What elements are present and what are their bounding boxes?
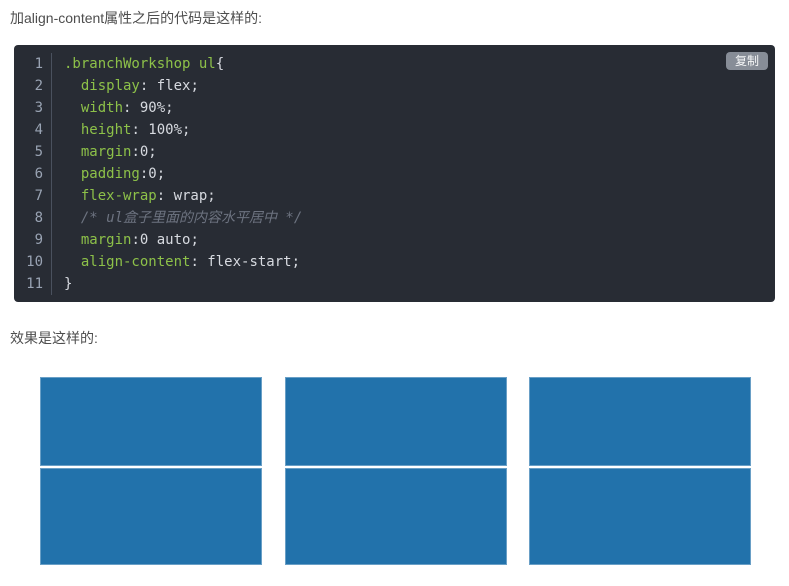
copy-code-button[interactable]: 复制 bbox=[725, 52, 768, 70]
code-text: /* ul盒子里面的内容水平居中 */ bbox=[64, 210, 303, 226]
code-line: 2 display: flex; bbox=[14, 75, 775, 97]
code-text: margin:0; bbox=[80, 144, 157, 160]
code-line: 10 align-content: flex-start; bbox=[14, 251, 775, 273]
code-text: flex-wrap: wrap; bbox=[80, 188, 216, 204]
flex-item-box bbox=[40, 468, 262, 565]
flex-demo-column bbox=[40, 377, 262, 565]
line-number: 1 bbox=[14, 53, 52, 75]
code-line: 7 flex-wrap: wrap; bbox=[14, 185, 775, 207]
code-text: height: 100%; bbox=[80, 122, 191, 138]
code-text: .branchWorkshop ul{ bbox=[64, 56, 225, 72]
flex-item-box bbox=[284, 377, 507, 466]
code-text: } bbox=[64, 276, 73, 292]
code-line: 4 height: 100%; bbox=[14, 119, 775, 141]
line-number: 3 bbox=[14, 97, 52, 119]
code-text: display: flex; bbox=[80, 78, 199, 94]
flex-demo-grid bbox=[40, 377, 751, 565]
line-number: 6 bbox=[14, 163, 52, 185]
code-line: 1 .branchWorkshop ul{ bbox=[14, 53, 775, 75]
flex-item-box bbox=[529, 468, 751, 565]
code-line: 9 margin:0 auto; bbox=[14, 229, 775, 251]
line-number: 2 bbox=[14, 75, 52, 97]
flex-item-box bbox=[284, 468, 507, 565]
line-number: 11 bbox=[14, 273, 52, 295]
code-line: 6 padding:0; bbox=[14, 163, 775, 185]
flex-demo-column bbox=[529, 377, 751, 565]
code-lines: 1.branchWorkshop ul{2 display: flex;3 wi… bbox=[14, 53, 775, 295]
code-line: 5 margin:0; bbox=[14, 141, 775, 163]
line-number: 5 bbox=[14, 141, 52, 163]
code-line: 3 width: 90%; bbox=[14, 97, 775, 119]
flex-item-box bbox=[40, 377, 262, 466]
flex-item-box bbox=[529, 377, 751, 466]
line-number: 4 bbox=[14, 119, 52, 141]
code-line: 8 /* ul盒子里面的内容水平居中 */ bbox=[14, 207, 775, 229]
effect-text: 效果是这样的: bbox=[10, 330, 98, 346]
intro-text: 加align-content属性之后的代码是这样的: bbox=[10, 10, 263, 26]
code-text: align-content: flex-start; bbox=[80, 254, 301, 270]
code-text: padding:0; bbox=[80, 166, 166, 182]
line-number: 7 bbox=[14, 185, 52, 207]
code-line: 11} bbox=[14, 273, 775, 295]
code-text: margin:0 auto; bbox=[80, 232, 199, 248]
line-number: 9 bbox=[14, 229, 52, 251]
flex-demo-column bbox=[284, 377, 507, 565]
line-number: 8 bbox=[14, 207, 52, 229]
code-block: 复制 1.branchWorkshop ul{2 display: flex;3… bbox=[14, 45, 775, 302]
line-number: 10 bbox=[14, 251, 52, 273]
code-text: width: 90%; bbox=[80, 100, 174, 116]
